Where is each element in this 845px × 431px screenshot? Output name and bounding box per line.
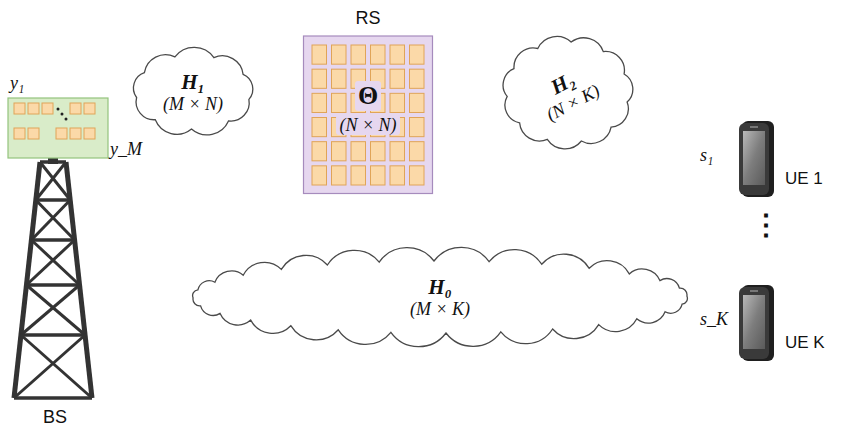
tower-lattice <box>14 150 92 398</box>
node-name: UE K <box>785 333 825 353</box>
dimension-label: (M × N) <box>163 94 223 115</box>
signal-name: s_K <box>700 310 728 330</box>
ellipsis-mark: ⋮ <box>752 210 780 241</box>
channel-cloud: H₀(M × K) <box>180 248 700 346</box>
signal-name: y₁ <box>10 74 24 94</box>
channel-cloud: H₂(N × K) <box>494 29 641 155</box>
text-group: H₁(M × N) <box>163 70 223 115</box>
phase-matrix-symbol: Θ <box>355 81 381 111</box>
text-group: H₀(M × K) <box>410 275 470 320</box>
dimension-label: (M × K) <box>410 299 470 320</box>
channel-symbol: H₁ <box>181 70 205 94</box>
surface-name: RS <box>355 8 380 29</box>
user-equipment: UE K <box>738 282 842 364</box>
base-station: BS <box>5 160 105 428</box>
reflecting-surface: RS Θ (N × N) <box>303 6 433 194</box>
node-name: BS <box>43 407 67 428</box>
node-name: UE 1 <box>785 169 823 189</box>
phone-icon <box>738 120 776 198</box>
channel-cloud: H₁(M × N) <box>123 42 263 142</box>
dimension-label: (N × N) <box>336 115 399 136</box>
channel-symbol: H₀ <box>428 275 452 299</box>
signal-name: y_M <box>110 140 142 160</box>
signal-name: s₁ <box>700 146 713 166</box>
phone-icon <box>738 284 776 362</box>
user-equipment: UE 1 <box>738 118 842 200</box>
antenna-panel <box>8 98 108 158</box>
